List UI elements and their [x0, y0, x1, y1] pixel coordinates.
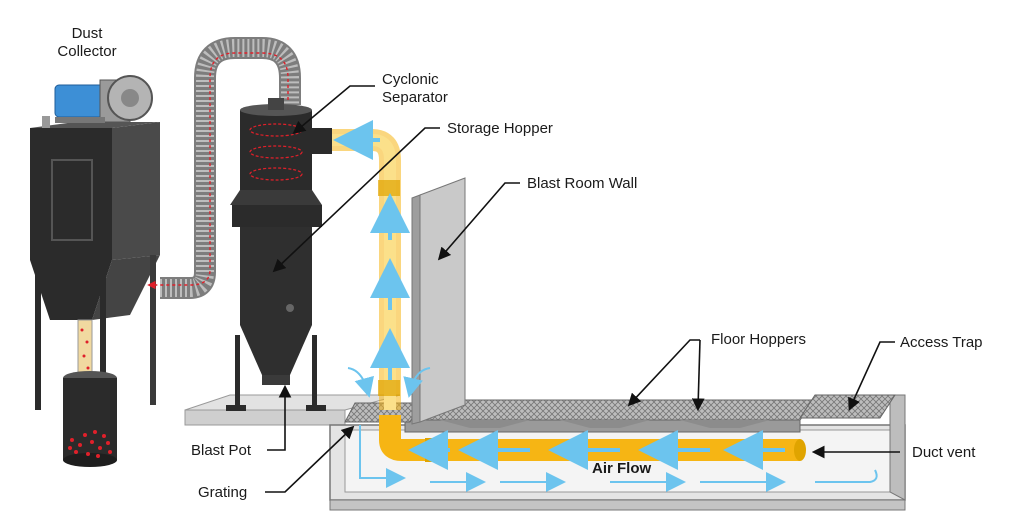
blast-pot: [262, 375, 290, 385]
label-grating: Grating: [198, 484, 247, 501]
label-access-trap: Access Trap: [900, 334, 983, 351]
flexible-duct: [147, 37, 301, 299]
label-air-flow: Air Flow: [592, 460, 651, 477]
label-cyclonic-1: Cyclonic: [382, 71, 439, 88]
label-dust-collector-2: Collector: [57, 43, 116, 60]
label-dust-collector-1: Dust: [72, 25, 104, 42]
label-blast-room-wall: Blast Room Wall: [527, 175, 637, 192]
label-duct-vent: Duct vent: [912, 444, 976, 461]
label-storage-hopper: Storage Hopper: [447, 120, 553, 137]
storage-hopper: [226, 205, 326, 411]
air-flow-arrows: [333, 120, 878, 492]
label-cyclonic-2: Separator: [382, 89, 448, 106]
access-trap: [799, 394, 896, 419]
blast-room-wall: [411, 177, 466, 425]
label-floor-hoppers: Floor Hoppers: [711, 331, 806, 348]
dust-collector: [30, 75, 160, 410]
leader-lines: [265, 85, 900, 493]
collection-drum: [63, 371, 117, 467]
label-blast-pot: Blast Pot: [191, 442, 252, 459]
floor-hoppers: [404, 399, 816, 433]
